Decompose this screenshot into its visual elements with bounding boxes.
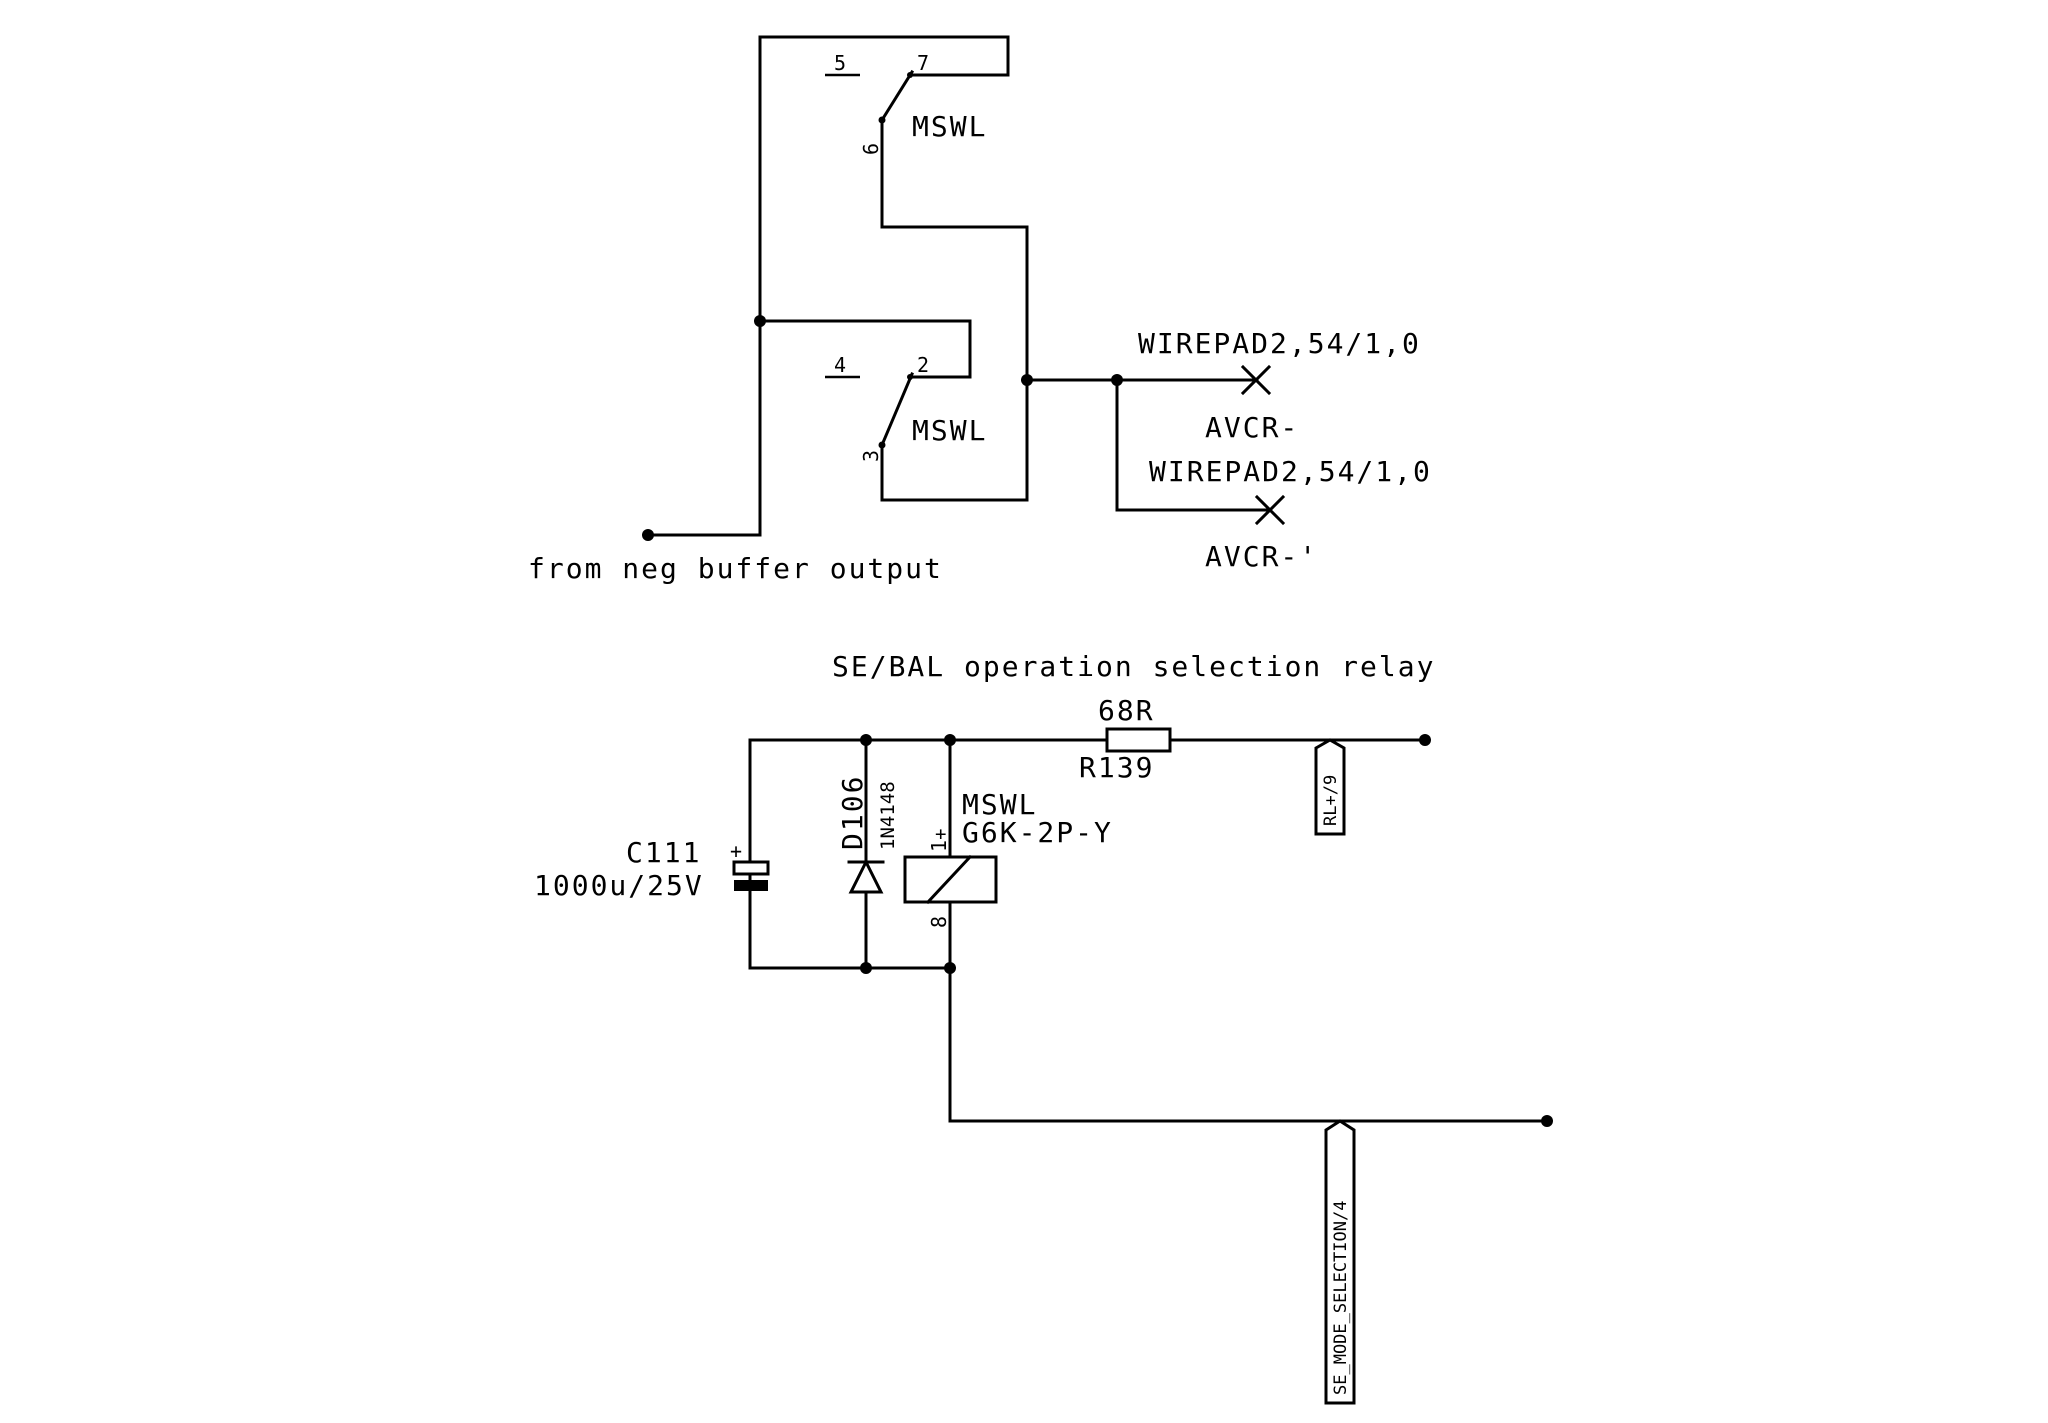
capacitor-c111: + C111 1000u/25V	[534, 836, 770, 902]
switch-bottom-pin-com: 3	[859, 450, 883, 462]
switch-bottom-blade	[880, 372, 914, 447]
relay-coil-diagonal	[925, 854, 973, 905]
relay-pin-negative: 8	[927, 916, 951, 928]
wirepad-1-signal: AVCR-	[1205, 411, 1299, 444]
wirepad-2-signal: AVCR-'	[1205, 540, 1318, 573]
capacitor-value: 1000u/25V	[534, 869, 704, 902]
switch-bottom-label: MSWL	[912, 414, 987, 447]
wirepad-1: WIREPAD2,54/1,0 AVCR-	[1138, 327, 1421, 444]
diode-ref: D106	[836, 775, 869, 850]
capacitor-positive-plate	[732, 860, 770, 876]
relay-pin-positive: 1	[927, 840, 951, 852]
resistor-value: 68R	[1098, 694, 1155, 727]
wire-to-pad2	[1115, 378, 1272, 512]
terminal-rl	[1419, 734, 1431, 746]
switch-top-pin-com: 6	[859, 143, 883, 155]
switch-top-pivot	[878, 116, 886, 124]
switch-bottom-pin-nc: 4	[834, 353, 846, 377]
junction-branch	[754, 315, 766, 327]
wire-input-vertical	[646, 35, 1010, 537]
diode-d106: D106 1N4148	[836, 775, 899, 894]
net-flag-se-mode: SE_MODE_SELECTION/4	[1324, 1119, 1356, 1405]
wirepad-2-type: WIREPAD2,54/1,0	[1149, 455, 1432, 488]
wirepad-2-x-icon	[1254, 494, 1286, 526]
relay-plus-mark: +	[935, 823, 946, 845]
wire-relay-bottom	[948, 900, 1547, 1123]
wirepad-1-type: WIREPAD2,54/1,0	[1138, 327, 1421, 360]
resistor-ref: R139	[1079, 751, 1154, 784]
switch-bottom-pin-no: 2	[917, 353, 929, 377]
relay-coil-mswl: 1 + 8 MSWL G6K-2P-Y	[903, 788, 1113, 928]
lower-circuit: SE/BAL operation selection relay + C111 …	[534, 650, 1553, 1405]
relay-section-title: SE/BAL operation selection relay	[832, 650, 1435, 683]
wirepad-1-x-icon	[1240, 364, 1272, 396]
diode-value: 1N4148	[877, 781, 899, 850]
junction-pads	[1111, 374, 1123, 386]
switch-bottom-pivot	[878, 441, 886, 449]
junction-relay-bottom	[944, 962, 956, 974]
junction-input	[642, 529, 654, 541]
net-flag-se-mode-label: SE_MODE_SELECTION/4	[1331, 1201, 1351, 1395]
junction-diode-bottom	[860, 962, 872, 974]
switch-bottom-contact	[907, 374, 913, 380]
relay-coil-body	[903, 855, 998, 904]
switch-top-pin-nc: 5	[834, 51, 846, 75]
upper-circuit: 5 7 6 MSWL 4 2 3 MSWL WIREPAD2,54/1,0 AV…	[528, 35, 1432, 585]
terminal-se-mode	[1541, 1115, 1553, 1127]
switch-top-label: MSWL	[912, 110, 987, 143]
capacitor-negative-plate	[734, 880, 768, 891]
net-flag-rl-shape	[1314, 738, 1346, 836]
switch-bottom: 4 2 3 MSWL	[825, 353, 987, 462]
resistor-r139: 68R R139	[1079, 694, 1172, 784]
switch-top-contact	[907, 72, 913, 78]
wire-top-switch-common	[880, 118, 1029, 502]
junction-diode-top	[860, 734, 872, 746]
diode-symbol-icon	[848, 858, 884, 894]
input-label: from neg buffer output	[528, 552, 943, 585]
relay-part: G6K-2P-Y	[962, 816, 1113, 849]
switch-top-pin-no: 7	[917, 51, 929, 75]
capacitor-polarity: +	[730, 839, 742, 863]
net-flag-rl: RL+/9	[1314, 738, 1346, 836]
capacitor-ref: C111	[626, 836, 701, 869]
net-flag-rl-label: RL+/9	[1321, 775, 1341, 826]
relay-name: MSWL	[962, 788, 1037, 821]
wire-bottom-rail	[748, 738, 952, 970]
junction-relay-top	[944, 734, 956, 746]
switch-top-blade	[879, 69, 915, 123]
junction-common	[1021, 374, 1033, 386]
switch-top: 5 7 6 MSWL	[825, 51, 987, 155]
wire-branch-bottom-switch	[758, 319, 972, 379]
resistor-body	[1105, 727, 1172, 753]
wirepad-2: WIREPAD2,54/1,0 AVCR-'	[1149, 455, 1432, 573]
net-flag-se-mode-shape	[1324, 1119, 1356, 1405]
